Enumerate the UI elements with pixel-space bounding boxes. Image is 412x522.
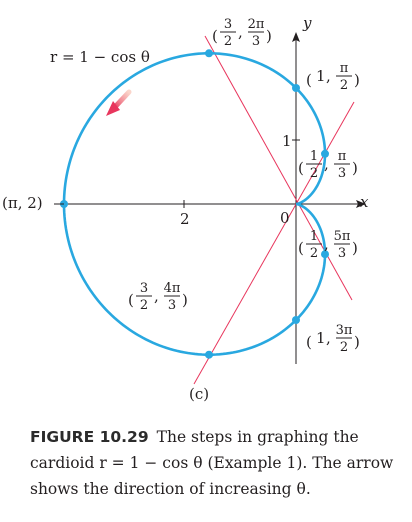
fraction-numerator: 4π (164, 281, 181, 296)
r-value: 1 (316, 329, 326, 347)
close-paren: ) (182, 291, 188, 309)
curve-point (292, 84, 300, 92)
close-paren: ) (354, 333, 360, 351)
curve-point (321, 250, 329, 259)
open-paren: ( (306, 71, 312, 89)
fraction-denominator: 3 (338, 246, 346, 261)
fraction-denominator: 2 (340, 78, 348, 93)
fraction-denominator: 2 (310, 166, 318, 181)
ray-pi3 (193, 101, 355, 385)
curve-point (321, 149, 329, 158)
fraction-numerator: π (340, 61, 349, 76)
y-axis-label: y (302, 14, 312, 32)
close-paren: ) (354, 71, 360, 89)
cardioid-figure: r = 1 − cos θ x y 1 2 0 (π, 2) (c) (32,2… (2, 14, 369, 403)
direction-arrowhead-icon (106, 101, 120, 116)
fraction-numerator: 3π (336, 323, 353, 338)
close-paren: ) (266, 27, 272, 45)
fraction-denominator: 2 (224, 34, 232, 49)
fraction-denominator: 2 (310, 246, 318, 261)
curve-point (205, 49, 213, 58)
comma: , (238, 23, 243, 41)
open-paren: ( (212, 27, 218, 45)
curve-point (205, 350, 213, 359)
fraction-denominator: 3 (338, 166, 346, 181)
curve-point (292, 316, 300, 324)
fraction-numerator: π (338, 149, 347, 164)
point-label: (3 2, 4π 3) (128, 281, 188, 313)
tick-label-2: 2 (180, 210, 190, 228)
caption-label: FIGURE 10.29 (30, 428, 149, 446)
point-pi-label: (π, 2) (2, 194, 43, 212)
point-label: (1, π 2) (306, 61, 360, 93)
caption-text: The steps in graphing the cardioid r = 1… (30, 428, 394, 498)
comma: , (154, 287, 159, 305)
comma: , (326, 329, 331, 347)
fraction-numerator: 1 (310, 149, 318, 164)
fraction-denominator: 3 (252, 34, 260, 49)
point-label: (1, 3π 2) (306, 323, 360, 355)
tick-label-1: 1 (282, 132, 292, 150)
close-paren: ) (352, 239, 358, 257)
direction-arrow-icon (111, 89, 132, 111)
fraction-denominator: 3 (168, 298, 176, 313)
panel-label: (c) (189, 385, 209, 403)
fraction-numerator: 2π (248, 17, 265, 32)
fraction-numerator: 3 (224, 17, 232, 32)
open-paren: ( (128, 291, 134, 309)
point-label: (1 2, 5π 3) (298, 229, 358, 261)
point-label: (1 2, π 3) (298, 149, 358, 181)
comma: , (326, 67, 331, 85)
fraction-denominator: 2 (140, 298, 148, 313)
curve-equation: r = 1 − cos θ (50, 48, 150, 66)
x-axis-label: x (360, 193, 369, 211)
open-paren: ( (298, 159, 304, 177)
fraction-denominator: 2 (340, 340, 348, 355)
comma: , (324, 235, 329, 253)
fraction-numerator: 3 (140, 281, 148, 296)
origin-label: 0 (280, 209, 290, 227)
open-paren: ( (306, 333, 312, 351)
comma: , (324, 155, 329, 173)
point-label: (3 2, 2π 3) (212, 17, 272, 49)
fraction-numerator: 5π (334, 229, 351, 244)
r-value: 1 (316, 67, 326, 85)
x-axis-arrowhead (356, 200, 366, 208)
open-paren: ( (298, 239, 304, 257)
fraction-numerator: 1 (310, 229, 318, 244)
close-paren: ) (352, 159, 358, 177)
y-axis-arrowhead (292, 32, 300, 42)
